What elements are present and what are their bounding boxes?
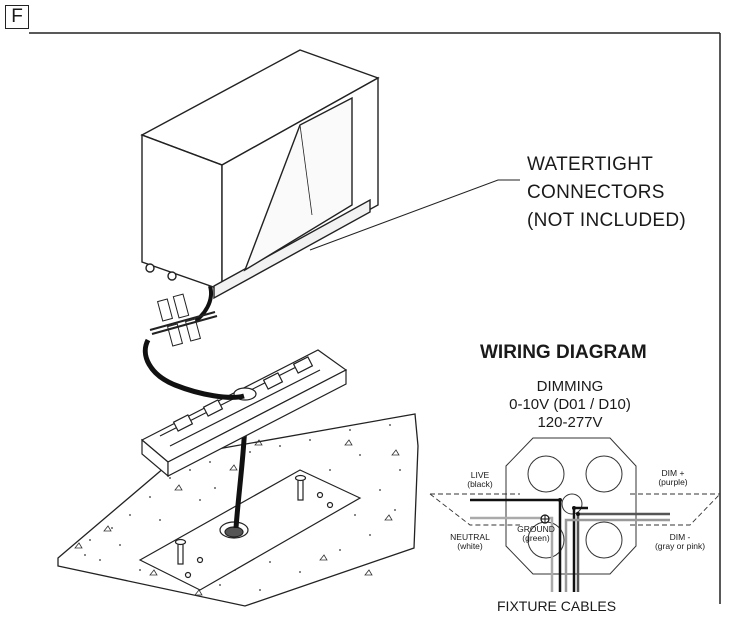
- concrete-speckles: [84, 424, 401, 591]
- neutral-color: (white): [457, 541, 483, 551]
- spec-line-2: 0-10V (D01 / D10): [509, 396, 631, 413]
- wiring-diagram-title: WIRING DIAGRAM: [480, 342, 647, 363]
- wiring-dashed-outline: [429, 493, 721, 526]
- figure-letter: F: [5, 5, 29, 29]
- callout-line-2: CONNECTORS: [527, 182, 665, 203]
- dim-minus-label: DIM -: [669, 532, 691, 542]
- ground-color: (green): [522, 533, 550, 543]
- callout-line-3: (NOT INCLUDED): [527, 210, 687, 231]
- ground-label: GROUND: [517, 524, 555, 534]
- frame-lines: [29, 32, 721, 604]
- fixture-cable: [142, 338, 245, 400]
- live-color: (black): [467, 479, 493, 489]
- spec-line-3: 120-277V: [537, 414, 603, 431]
- fixture-cables-label: FIXTURE CABLES: [497, 598, 617, 614]
- watertight-connectors: [149, 293, 218, 347]
- dim-plus-color: (purple): [658, 477, 688, 487]
- dim-plus-label: DIM +: [661, 468, 685, 478]
- wiring-junction-box: [505, 437, 637, 575]
- light-fixture: [140, 49, 380, 300]
- concrete-aggregate: [74, 439, 400, 596]
- dim-minus-color: (gray or pink): [654, 541, 706, 551]
- junction-housing: [140, 349, 348, 478]
- spec-line-1: DIMMING: [536, 378, 604, 395]
- neutral-label: NEUTRAL: [450, 532, 490, 542]
- live-label: LIVE: [470, 470, 490, 480]
- callout-leader: [309, 179, 520, 251]
- mounting-plate: [138, 469, 362, 591]
- callout-line-1: WATERTIGHT: [527, 154, 654, 175]
